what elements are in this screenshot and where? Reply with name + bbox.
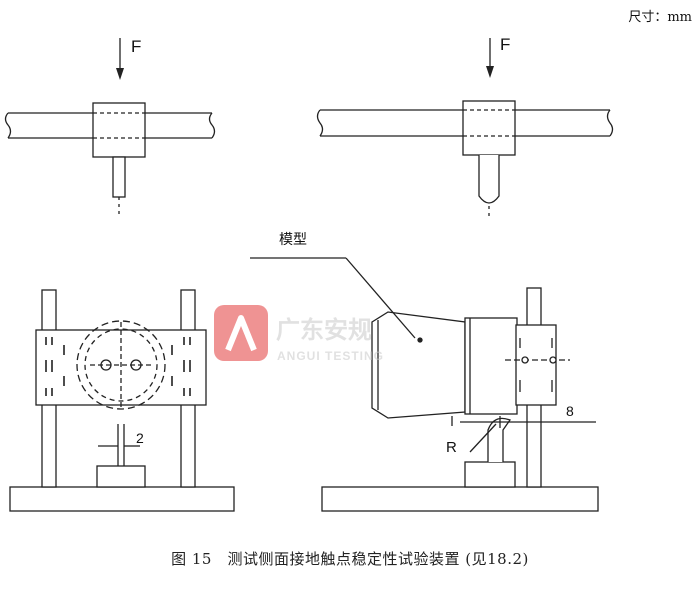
force-label-right: F (500, 35, 510, 54)
watermark-cn: 广东安规 (276, 316, 372, 344)
watermark-logo-icon (214, 305, 268, 361)
force-label-left: F (131, 37, 141, 56)
bottom-right-view (250, 257, 599, 512)
watermark: 广东安规 ANGUI TESTING (214, 305, 384, 363)
radius-label: R (446, 439, 457, 456)
top-left-view (4, 38, 216, 218)
unit-note: 尺寸：mm (628, 10, 692, 25)
bottom-left-view (9, 289, 235, 512)
watermark-en: ANGUI TESTING (277, 349, 384, 363)
model-label: 模型 (279, 232, 307, 248)
dimension-8-label: 8 (566, 403, 574, 419)
figure-caption: 图 15 测试侧面接地触点稳定性试验装置 (见18.2) (171, 550, 529, 568)
top-right-view (316, 38, 614, 220)
dimension-2-label: 2 (136, 430, 144, 446)
